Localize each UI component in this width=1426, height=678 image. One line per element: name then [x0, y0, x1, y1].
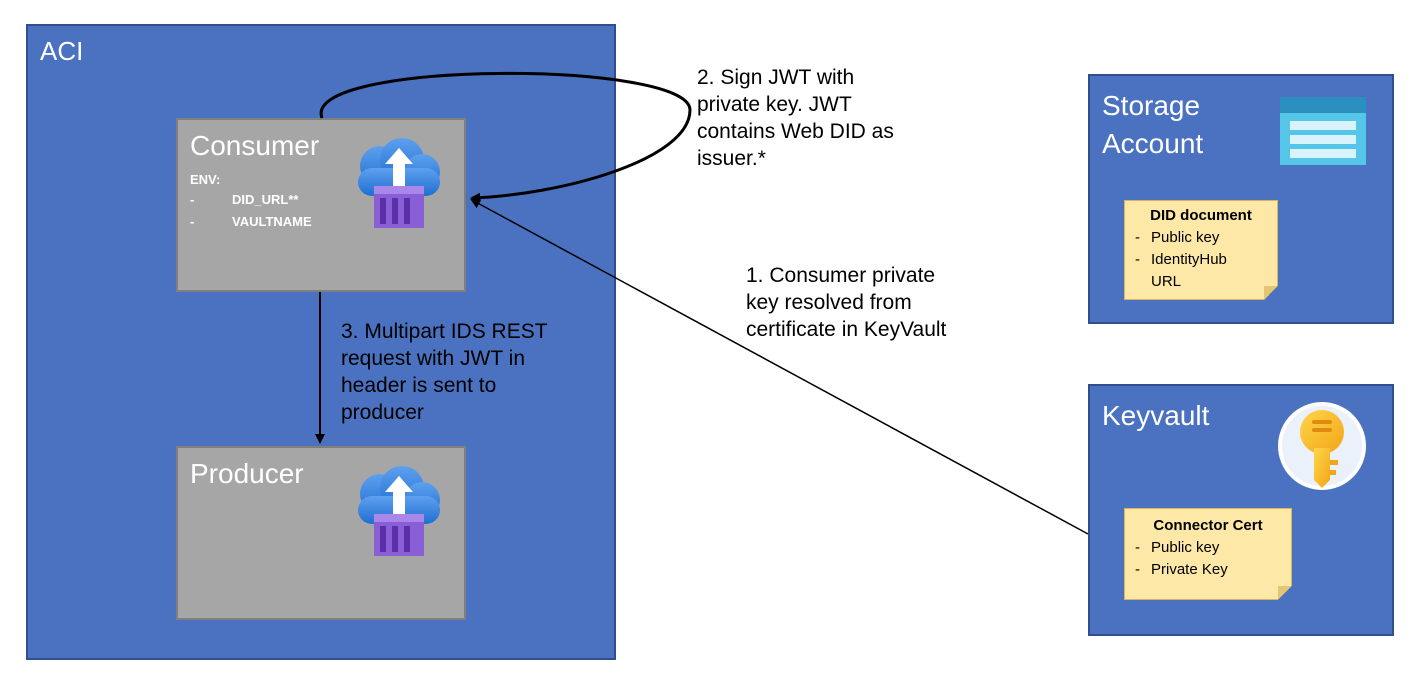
key-icon: [1278, 402, 1366, 490]
connector-cert-item: Public key: [1135, 537, 1281, 559]
storage-account-title-line2: Account: [1102, 128, 1204, 159]
step3-line: request with JWT in: [341, 347, 526, 370]
step2-line: 2. Sign JWT with: [697, 66, 855, 89]
did-document-item: IdentityHub: [1135, 249, 1267, 271]
step2-loop-arrow: [319, 71, 692, 203]
step2-line: contains Web DID as: [697, 120, 894, 143]
consumer-env-item-label: VAULTNAME: [232, 214, 312, 229]
step1-line: key resolved from: [746, 291, 912, 314]
step2-label: 2. Sign JWT with private key. JWT contai…: [697, 64, 957, 172]
step1-label: 1. Consumer private key resolved from ce…: [746, 262, 1006, 343]
did-document-note: DID document Public key IdentityHub URL: [1124, 200, 1278, 300]
did-document-item: Public key: [1135, 227, 1267, 249]
step2-line: issuer.*: [697, 147, 766, 170]
step1-line: certificate in KeyVault: [746, 318, 947, 341]
step3-line: header is sent to: [341, 374, 497, 397]
storage-account-title-line1: Storage: [1102, 90, 1201, 121]
connector-cert-note: Connector Cert Public key Private Key: [1124, 508, 1292, 600]
did-document-title: DID document: [1150, 207, 1252, 224]
consumer-title: Consumer: [190, 130, 320, 161]
container-instance-icon: [358, 138, 440, 228]
consumer-env-label: ENV:: [190, 172, 221, 187]
step3-line: 3. Multipart IDS REST: [341, 320, 548, 343]
container-instance-icon: [358, 466, 440, 556]
aci-title: ACI: [40, 36, 84, 66]
keyvault-title: Keyvault: [1102, 400, 1210, 431]
producer-title: Producer: [190, 458, 304, 489]
storage-account-box: Storage Account DID document Public key …: [1088, 74, 1394, 324]
did-document-item-continued: URL: [1151, 273, 1182, 290]
step1-connector: [470, 199, 1089, 535]
storage-account-icon: [1280, 97, 1366, 165]
step3-label: 3. Multipart IDS REST request with JWT i…: [341, 318, 581, 426]
step2-line: private key. JWT: [697, 93, 852, 116]
connector-cert-title: Connector Cert: [1153, 517, 1263, 534]
consumer-env-item-label: DID_URL**: [232, 192, 299, 207]
step1-line: 1. Consumer private: [746, 264, 936, 287]
step3-line: producer: [341, 401, 424, 424]
connector-cert-item: Private Key: [1135, 559, 1281, 581]
